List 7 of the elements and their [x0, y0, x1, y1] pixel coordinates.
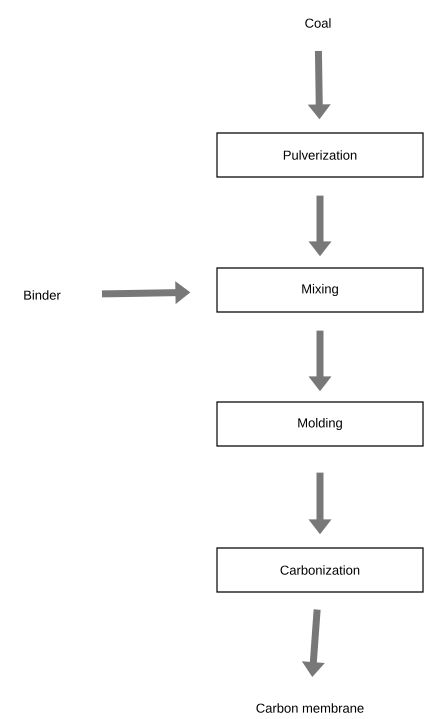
process-box: Pulverization	[216, 132, 424, 178]
process-box: Molding	[216, 401, 424, 447]
process-box: Carbonization	[216, 547, 424, 593]
input-label: Binder	[24, 290, 61, 300]
output-label: Carbon membrane	[256, 703, 364, 713]
process-box: Mixing	[216, 267, 424, 313]
input-label: Coal	[305, 18, 330, 28]
